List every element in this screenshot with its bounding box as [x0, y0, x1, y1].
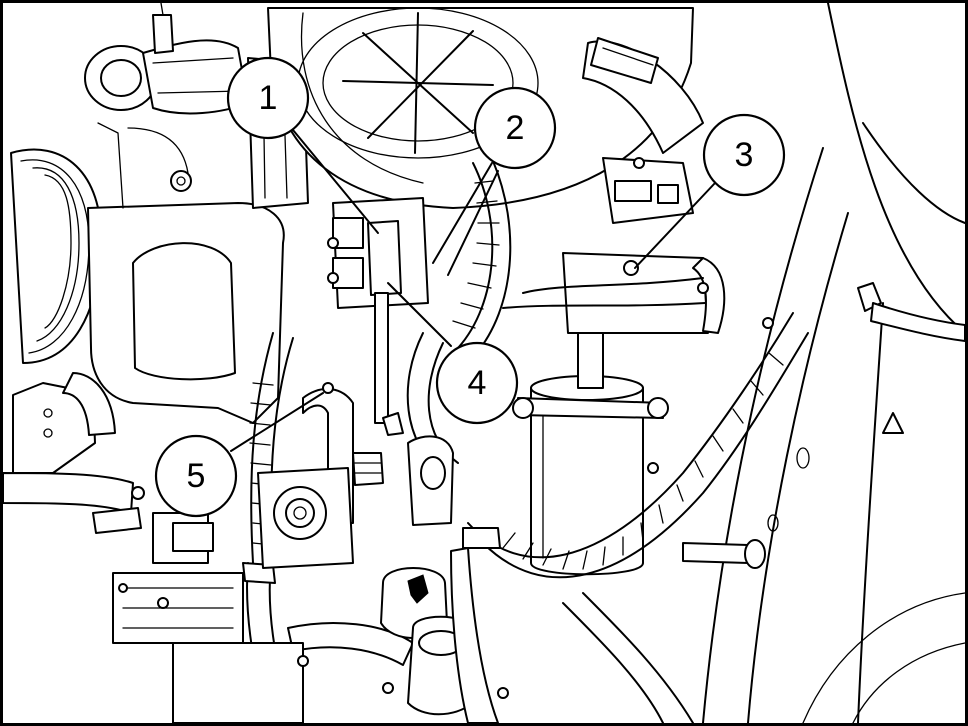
callout-4: 4 [435, 341, 519, 425]
callout-group: 1 2 3 4 5 [154, 56, 786, 518]
leader-lines [230, 129, 716, 452]
engine-block-lower [112, 412, 501, 723]
callout-5: 5 [154, 434, 238, 518]
callout-circle [154, 434, 238, 518]
crank-pulley [10, 148, 103, 474]
callout-circle [226, 56, 310, 140]
callout-number: 5 [187, 457, 206, 495]
callout-3: 3 [702, 113, 786, 197]
fuel-pump-area [332, 157, 726, 424]
callout-circle [435, 341, 519, 425]
callout-number: 3 [735, 136, 754, 174]
callout-1: 1 [226, 56, 310, 140]
callout-circle [473, 86, 557, 170]
callout-circle [702, 113, 786, 197]
fasteners [118, 157, 774, 699]
callout-2: 2 [473, 86, 557, 170]
callout-number: 4 [468, 364, 487, 402]
intake-elbow [84, 3, 249, 115]
frame-rails [702, 3, 965, 723]
callout-number: 2 [506, 109, 525, 147]
fuel-filter [512, 332, 669, 576]
upper-radiator-hose [582, 37, 704, 154]
callout-number: 1 [259, 79, 278, 117]
engine-compartment-illustration: 1 2 3 4 5 [3, 3, 965, 723]
